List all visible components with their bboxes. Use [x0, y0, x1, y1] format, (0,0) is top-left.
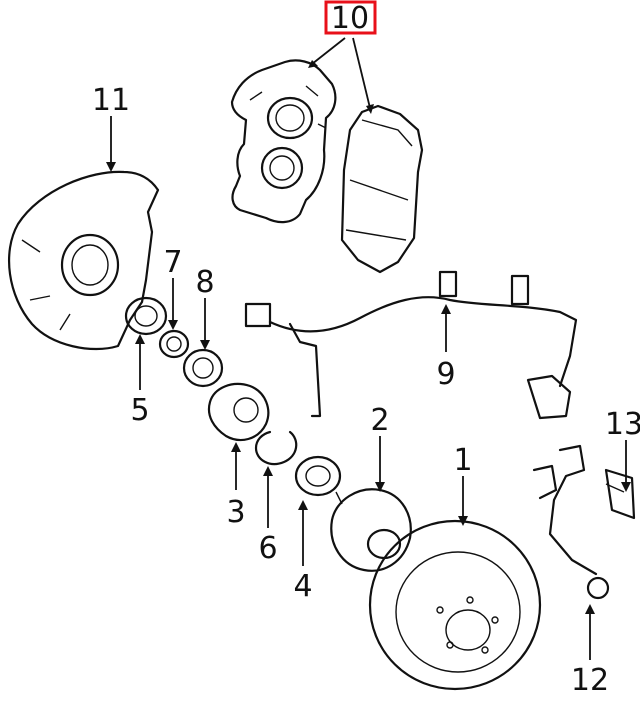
bearing-part-7[interactable]: [158, 329, 190, 359]
brake-hose-part[interactable]: [532, 444, 610, 600]
callout-11: 11: [92, 83, 130, 118]
callout-10-highlight-box: [324, 0, 377, 35]
callout-12: 12: [571, 663, 609, 698]
callout-8: 8: [195, 265, 214, 300]
callout-10: 10: [331, 1, 369, 36]
callout-1: 1: [453, 443, 472, 478]
sensor-wire-part[interactable]: [244, 270, 578, 420]
brake-pad-part[interactable]: [340, 104, 424, 274]
seal-part-5[interactable]: [124, 296, 168, 336]
callout-5: 5: [130, 393, 149, 428]
callout-9: 9: [436, 357, 455, 392]
callout-13: 13: [605, 407, 640, 442]
callout-labels: 10 11 7 8 5 9 2 1 13 3 6 4 12: [92, 1, 640, 698]
callout-7: 7: [163, 245, 182, 280]
callout-3: 3: [226, 495, 245, 530]
hub-part[interactable]: [330, 488, 412, 572]
rotor-part[interactable]: [368, 519, 542, 691]
callout-4: 4: [293, 569, 312, 604]
leader-lines: [106, 37, 631, 660]
snap-ring-part-6[interactable]: [254, 430, 298, 466]
bracket-part-13[interactable]: [604, 468, 636, 520]
bearing-part-4[interactable]: [294, 455, 342, 497]
callout-2: 2: [370, 403, 389, 438]
callout-6: 6: [258, 531, 277, 566]
bearing-part-3[interactable]: [207, 382, 270, 442]
bearing-part-8[interactable]: [182, 348, 224, 388]
caliper-part[interactable]: [230, 59, 337, 224]
dust-shield-part[interactable]: [7, 170, 160, 351]
